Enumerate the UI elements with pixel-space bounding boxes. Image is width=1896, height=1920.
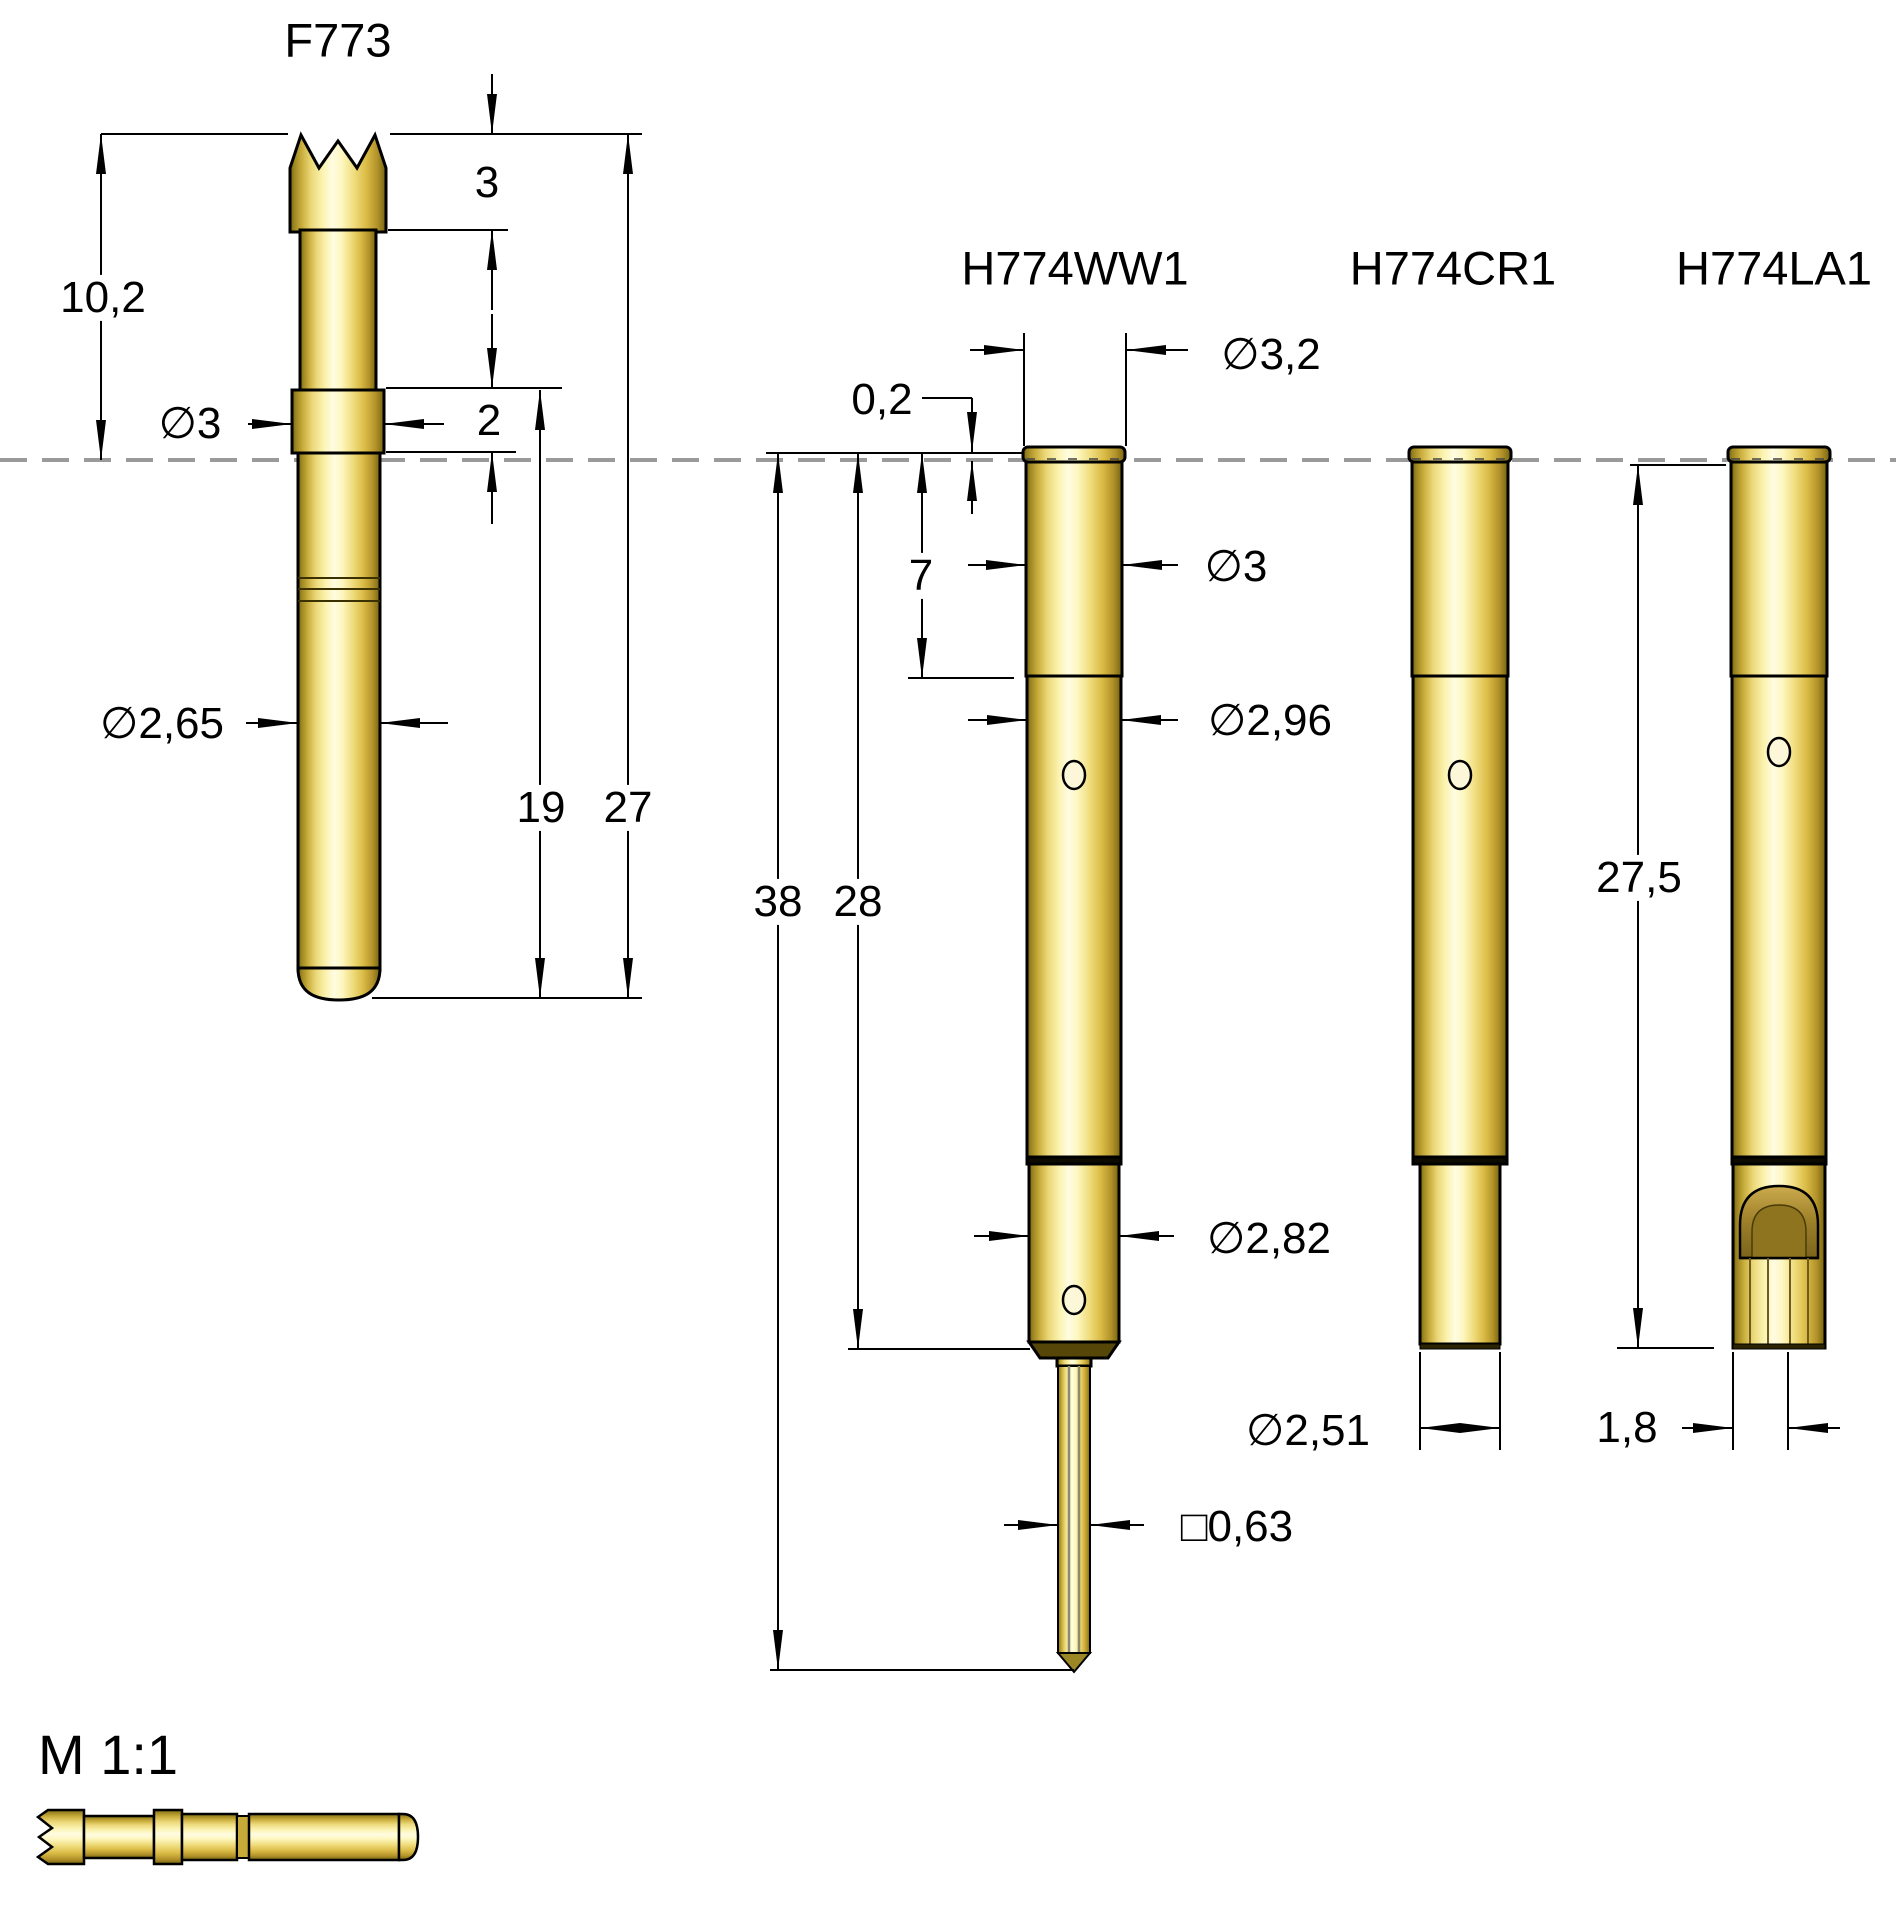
part-label-h774ww1: H774WW1 xyxy=(961,241,1189,295)
h774ww1-receptacle-drawing xyxy=(1021,445,1127,1674)
h774ww1-tail-hole xyxy=(1061,1284,1087,1316)
h774la1-cup-dome xyxy=(1751,1204,1807,1259)
dim-label-f773-lower-length: 19 xyxy=(510,784,572,832)
h774ww1-post-collar xyxy=(1055,1356,1093,1368)
dim-label-ww1-head-dia: ∅3 xyxy=(1198,543,1274,591)
h774la1-side-hole xyxy=(1766,736,1792,768)
dim-label-f773-barrel-dia: ∅2,65 xyxy=(94,700,230,748)
dim-label-ww1-tail-dia: ∅2,82 xyxy=(1201,1215,1337,1263)
h774cr1-tail-end xyxy=(1419,1343,1501,1350)
dim-label-la1-cup-width: 1,8 xyxy=(1590,1404,1664,1452)
dim-label-ww1-collar-dia: ∅3,2 xyxy=(1215,331,1327,379)
part-label-f773: F773 xyxy=(284,13,392,67)
h774ww1-tail-cap xyxy=(1026,1340,1122,1360)
h774ww1-side-hole xyxy=(1061,759,1087,791)
dim-label-ww1-sleeve-dia: ∅2,96 xyxy=(1202,697,1338,745)
f773-probe-drawing xyxy=(288,131,388,1002)
f773-flange xyxy=(290,388,386,455)
dim-label-ww1-sleeve-len: 28 xyxy=(827,878,889,926)
h774la1-cup-end xyxy=(1732,1343,1826,1350)
dim-label-f773-tip-length: 3 xyxy=(468,159,506,207)
scale-note: M 1:1 xyxy=(38,1723,179,1786)
dim-label-f773-overall-length: 27 xyxy=(597,784,659,832)
h774cr1-receptacle-drawing xyxy=(1407,445,1513,1350)
h774ww1-wirewrap-post xyxy=(1057,1365,1091,1654)
h774cr1-sleeve xyxy=(1411,674,1509,1159)
scale-probe-barrel1 xyxy=(180,1812,239,1862)
h774ww1-tail xyxy=(1027,1162,1121,1344)
h774ww1-head xyxy=(1024,460,1124,678)
scale-probe-crown xyxy=(35,1808,86,1866)
scale-probe-flange xyxy=(152,1808,184,1866)
dim-label-la1-length: 27,5 xyxy=(1590,854,1688,902)
scale-1to1-probe-drawing xyxy=(35,1808,420,1866)
f773-neck xyxy=(298,228,378,394)
dim-label-f773-flange-dia: ∅3 xyxy=(152,400,228,448)
f773-crown-tip xyxy=(288,131,388,234)
h774ww1-post-point xyxy=(1055,1652,1093,1674)
h774cr1-tail xyxy=(1418,1162,1502,1346)
h774la1-receptacle-drawing xyxy=(1726,445,1832,1350)
scale-probe-neck xyxy=(82,1814,156,1860)
dim-label-f773-above-plane: 10,2 xyxy=(54,274,152,322)
dim-label-ww1-head-length: 7 xyxy=(902,552,940,600)
f773-barrel xyxy=(296,451,382,972)
scale-probe-tip xyxy=(397,1812,420,1862)
part-label-h774la1: H774LA1 xyxy=(1676,241,1872,295)
scale-probe-barrel2 xyxy=(247,1812,401,1862)
f773-round-tip xyxy=(296,966,382,1002)
h774la1-head xyxy=(1729,460,1829,678)
h774cr1-side-hole xyxy=(1447,759,1473,791)
dim-label-ww1-post-square: □0,63 xyxy=(1174,1503,1300,1551)
dim-label-cr1-tail-dia: ∅2,51 xyxy=(1240,1407,1376,1455)
h774ww1-sleeve xyxy=(1025,674,1123,1159)
dim-label-ww1-collar-lip: 0,2 xyxy=(845,376,919,424)
dim-label-ww1-overall: 38 xyxy=(747,878,809,926)
h774cr1-head xyxy=(1410,460,1510,678)
dim-label-f773-flange-length: 2 xyxy=(470,397,508,445)
part-label-h774cr1: H774CR1 xyxy=(1349,241,1557,295)
scale-probe-groove xyxy=(236,1815,250,1859)
